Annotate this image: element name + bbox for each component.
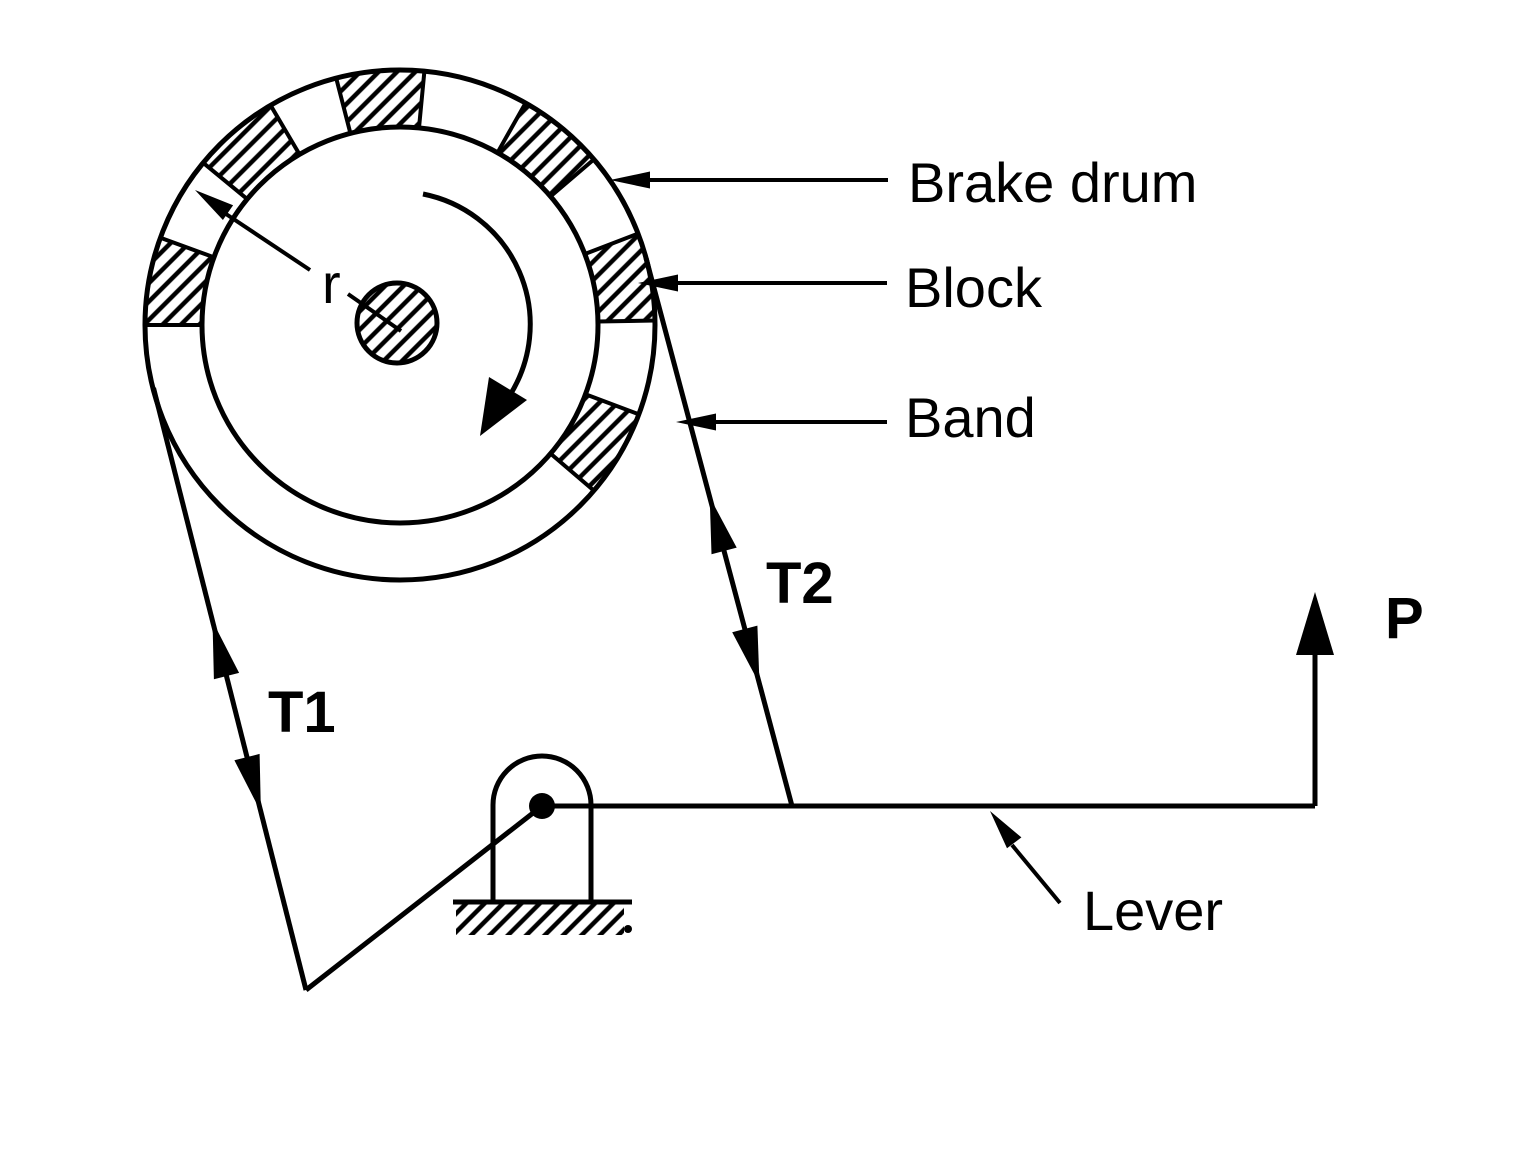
lever-label: Lever	[1083, 879, 1223, 942]
support-bracket	[490, 753, 594, 902]
radius-leader-line	[224, 212, 312, 272]
radius-arrowhead-icon	[195, 190, 234, 220]
brake-block	[334, 68, 427, 136]
brake-blocks	[143, 68, 657, 493]
brake-block	[143, 235, 216, 327]
callout-brake-drum: Brake drum	[610, 151, 1197, 214]
brake-drum: r	[142, 67, 658, 583]
shaft	[354, 280, 440, 366]
pivot-pin	[529, 793, 555, 819]
force-arrowhead-icon	[1296, 592, 1334, 655]
ground-hatch	[456, 904, 624, 935]
radius-leader-line-inner	[346, 292, 403, 333]
t2-arrow-up-icon	[709, 497, 737, 555]
callout-block: Block	[638, 256, 1043, 319]
t2-arrow-down-icon	[732, 625, 760, 684]
lever-leader-line	[1010, 843, 1062, 905]
radius-dimension: r	[195, 190, 403, 333]
brake-drum-label: Brake drum	[908, 151, 1197, 214]
ground-dot	[624, 925, 632, 933]
t2-label: T2	[766, 551, 834, 616]
lever-left-arm	[304, 804, 544, 992]
block-arrowhead-icon	[638, 274, 678, 292]
brake-block	[548, 392, 641, 493]
callout-band: Band	[676, 386, 1036, 449]
applied-force: P	[1296, 586, 1424, 806]
t1-label: T1	[268, 680, 336, 745]
lever-arrowhead-icon	[990, 811, 1022, 849]
band-arrowhead-icon	[676, 413, 716, 431]
t1-arrow-down-icon	[234, 753, 261, 812]
rotation-arc	[422, 191, 533, 397]
t1-arrow-up-icon	[212, 621, 240, 680]
pivot-support	[453, 753, 632, 935]
band-line-t1	[151, 387, 309, 991]
radius-label: r	[322, 252, 341, 315]
brake-block	[201, 103, 302, 202]
rotation-indicator	[422, 191, 533, 436]
brake-block	[495, 101, 596, 199]
block-label: Block	[905, 256, 1043, 319]
band: T1 T2	[151, 257, 834, 991]
rotation-arrowhead-icon	[480, 377, 527, 436]
band-label: Band	[905, 386, 1036, 449]
brake-drum-arrowhead-icon	[610, 171, 650, 189]
brake-block	[582, 231, 657, 324]
callout-lever: Lever	[990, 811, 1223, 942]
force-label: P	[1385, 586, 1424, 651]
lever	[304, 803, 1315, 992]
